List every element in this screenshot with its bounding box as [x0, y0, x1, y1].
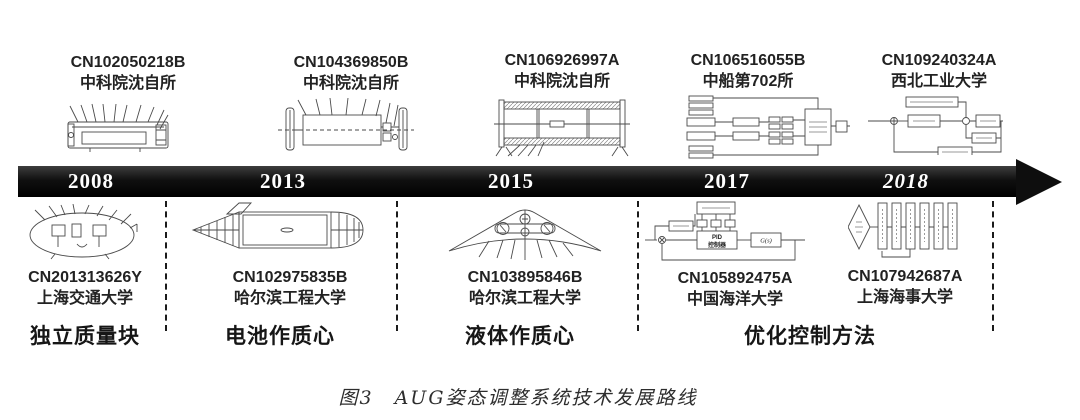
- figure-caption: 图3 AUG姿态调整系统技术发展路线: [338, 387, 698, 409]
- patent-number: CN105892475A: [677, 270, 793, 287]
- patent-number: CN201313626Y: [28, 269, 142, 286]
- institution-name: 中船第702所: [702, 73, 794, 90]
- patent-figure-2013-bottom: [187, 202, 367, 256]
- patent-figure-2015-bottom: [445, 203, 605, 263]
- separator-line: [165, 201, 167, 331]
- patent-label-bottom-2018: CN107942687A 上海海事大学: [848, 266, 963, 308]
- separator-line: [637, 201, 639, 331]
- patent-label-bottom-2008: CN201313626Y 上海交通大学: [28, 267, 142, 309]
- patent-label-bottom-2017: CN105892475A 中国海洋大学: [678, 268, 793, 310]
- institution-name: 中国海洋大学: [686, 291, 783, 308]
- year-label-2015: 2015: [488, 169, 534, 193]
- patent-figure-2008-bottom: [25, 204, 143, 260]
- year-label-2008: 2008: [68, 169, 114, 193]
- patent-number: CN109240324A: [881, 52, 997, 69]
- patent-figure-2017-top: [685, 94, 850, 164]
- patent-number: CN104369850B: [293, 54, 409, 71]
- patent-figure-2015-top: [492, 92, 632, 158]
- category-label-liquid-mass: 液体作质心: [465, 325, 575, 348]
- institution-name: 上海交通大学: [36, 290, 133, 307]
- year-label-2018: 2018: [883, 169, 929, 193]
- patent-label-bottom-2013: CN102975835B 哈尔滨工程大学: [233, 267, 348, 309]
- patent-label-top-2017: CN106516055B 中船第702所: [691, 50, 806, 92]
- patent-number: CN106926997A: [504, 52, 620, 69]
- patent-figure-2013-top: [276, 96, 416, 151]
- patent-number: CN106516055B: [690, 52, 806, 69]
- patent-figure-2018-top: [868, 95, 1003, 155]
- patent-number: CN103895846B: [467, 269, 583, 286]
- institution-name: 中科院沈自所: [513, 73, 610, 90]
- category-label-optimal-control: 优化控制方法: [744, 325, 876, 348]
- patent-figure-2018-bottom: [848, 200, 963, 264]
- institution-name: 上海海事大学: [856, 289, 953, 306]
- patent-number: CN102050218B: [70, 54, 186, 71]
- patent-number: CN107942687A: [847, 268, 963, 285]
- category-label-battery-mass: 电池作质心: [225, 325, 335, 348]
- patent-label-top-2015: CN106926997A 中科院沈自所: [505, 50, 620, 92]
- category-label-independent-mass: 独立质量块: [30, 325, 140, 348]
- patent-label-top-2013: CN104369850B 中科院沈自所: [294, 52, 409, 94]
- institution-name: 哈尔滨工程大学: [468, 290, 581, 307]
- year-label-2017: 2017: [704, 169, 750, 193]
- pid-controller-label: 控制器: [708, 241, 727, 249]
- institution-name: 中科院沈自所: [79, 75, 176, 92]
- institution-name: 西北工业大学: [890, 73, 987, 90]
- institution-name: 中科院沈自所: [302, 75, 399, 92]
- transfer-function-label: G(s): [760, 238, 772, 245]
- patent-label-top-2008: CN102050218B 中科院沈自所: [71, 52, 186, 94]
- patent-figure-2008-top: [60, 102, 175, 157]
- year-label-2013: 2013: [260, 169, 306, 193]
- pid-label: PID: [712, 235, 723, 241]
- institution-name: 哈尔滨工程大学: [233, 290, 346, 307]
- timeline-arrowhead-icon: [1016, 159, 1062, 205]
- patent-label-top-2018: CN109240324A 西北工业大学: [882, 50, 997, 92]
- separator-line: [396, 201, 398, 331]
- patent-figure-2017-bottom: PID 控制器 G(s): [645, 200, 807, 266]
- timeline-band: [18, 166, 1016, 197]
- patent-number: CN102975835B: [232, 269, 348, 286]
- patent-label-bottom-2015: CN103895846B 哈尔滨工程大学: [468, 267, 583, 309]
- separator-line: [992, 201, 994, 331]
